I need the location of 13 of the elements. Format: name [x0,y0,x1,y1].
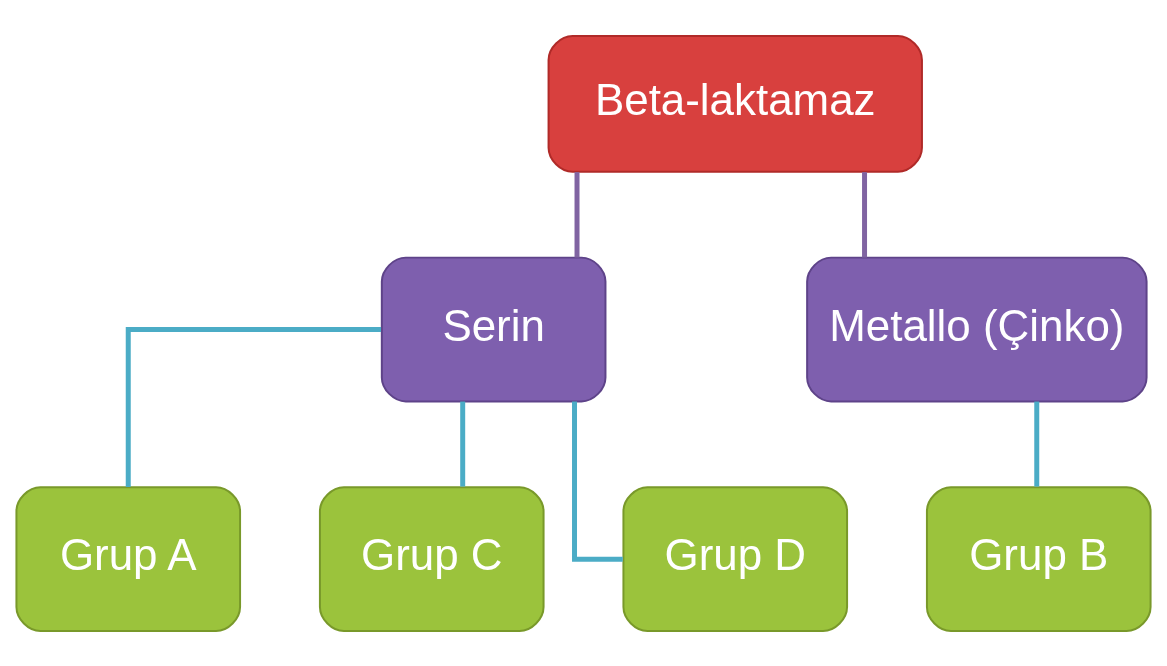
connector [460,401,466,487]
connector [1034,401,1040,487]
node-box: Grup D [622,485,849,632]
connector [862,171,868,257]
node-box: Serin [380,256,607,402]
node-box: Beta-laktamaz [547,34,923,173]
node-box: Metallo (Çinko) [806,256,1148,402]
node-box: Grup C [318,485,545,632]
connector [125,326,382,487]
connector [572,401,623,562]
node-box: Grup A [15,485,242,632]
node-box: Grup B [925,485,1152,632]
connector [574,171,580,257]
